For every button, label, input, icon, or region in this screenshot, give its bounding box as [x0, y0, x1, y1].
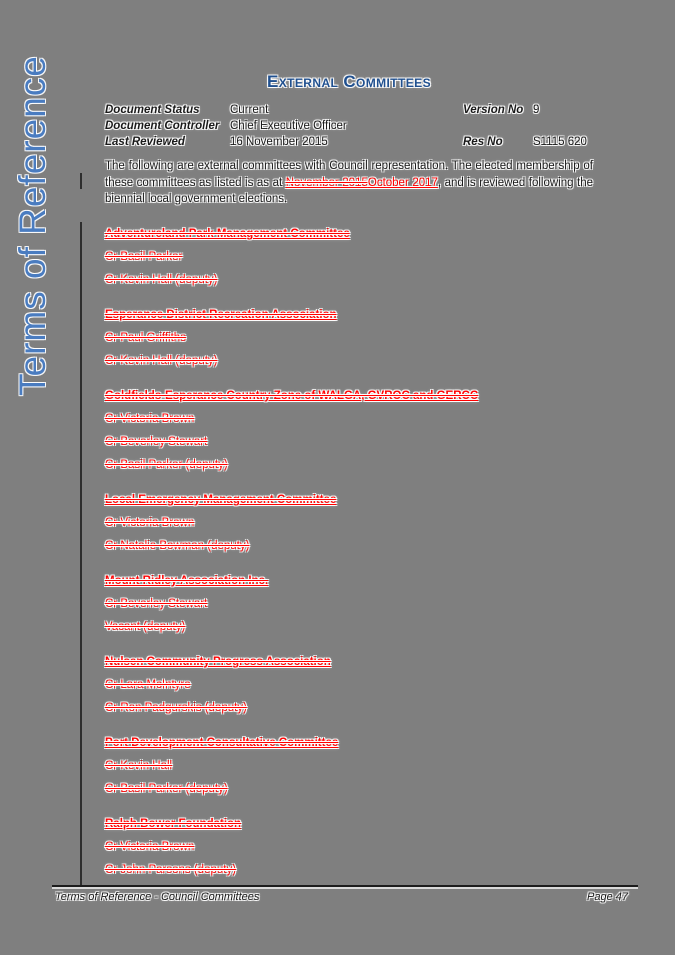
metadata-label: Version No	[463, 104, 524, 116]
committee-name: Mount Ridley Association Inc.	[105, 575, 269, 587]
footer-divider	[52, 885, 638, 887]
metadata-label: Last Reviewed	[105, 136, 185, 148]
committee-member: Cr Kevin Hall (deputy)	[105, 355, 218, 367]
page-title: External Committees	[267, 72, 431, 91]
sidebar-vertical-title: Terms of Reference	[12, 55, 53, 396]
tracked-insertion: October 2017	[367, 176, 438, 189]
committee-member: Cr Victoria Brown	[105, 413, 195, 425]
metadata-label: Document Status	[105, 104, 200, 116]
intro-text: The following are external committees wi…	[105, 160, 593, 189]
metadata-value: S1115 620	[533, 136, 587, 148]
committee-member: Cr Victoria Brown	[105, 517, 195, 529]
page-footer: Terms of Reference - Council Committees …	[55, 891, 628, 903]
committee-member: Cr Beverley Stewart	[105, 598, 208, 610]
committee-name: Goldfields-Esperance Country Zone of WAL…	[105, 390, 479, 402]
metadata-value: Chief Executive Officer	[230, 120, 347, 132]
committee-member: Cr Paul Griffiths	[105, 332, 186, 344]
change-bar	[80, 173, 82, 189]
metadata-label: Document Controller	[105, 120, 220, 132]
metadata-row: Document Controller Chief Executive Offi…	[105, 118, 465, 134]
metadata-label: Res No	[463, 136, 503, 148]
committee-name: Ralph Bower Foundation	[105, 818, 242, 830]
committee-member: Cr Natalie Bowman (deputy)	[105, 540, 250, 552]
committee-section: Goldfields-Esperance Country Zone of WAL…	[105, 385, 605, 477]
metadata-row: Last Reviewed 16 November 2015	[105, 134, 465, 150]
footer-document-title: Terms of Reference - Council Committees	[55, 891, 260, 903]
footer-page-number: Page 47	[587, 891, 628, 903]
committee-member: Cr Basil Parker (deputy)	[105, 459, 228, 471]
committee-member: Cr Basil Parker	[105, 251, 183, 263]
metadata-table: Document Status Current Document Control…	[105, 102, 465, 150]
committee-section: Local Emergency Management Committee Cr V…	[105, 489, 605, 558]
intro-paragraph: The following are external committees wi…	[105, 158, 593, 208]
committee-section: Mount Ridley Association Inc. Cr Beverley…	[105, 570, 605, 639]
metadata-value: 16 November 2015	[230, 136, 328, 148]
metadata-value: Current	[230, 104, 269, 116]
change-bar	[80, 222, 82, 886]
committee-name: Local Emergency Management Committee	[105, 494, 337, 506]
committee-member: Cr Beverley Stewart	[105, 436, 208, 448]
metadata-row: Document Status Current	[105, 102, 465, 118]
committee-section: Nulsen Community Progress Association Cr …	[105, 651, 605, 720]
committee-member: Cr Lara McIntyre	[105, 679, 191, 691]
committee-member: Vacant (deputy)	[105, 621, 186, 633]
committee-name: Adventureland Park Management Committee	[105, 228, 350, 240]
committee-name: Esperance District Recreation Associatio…	[105, 309, 337, 321]
committee-section: Esperance District Recreation Associatio…	[105, 304, 605, 373]
committee-member: Cr Kevin Hall (deputy)	[105, 274, 218, 286]
committee-member: Cr John Parsons (deputy)	[105, 864, 237, 876]
tracked-deletion: November 2015	[285, 176, 368, 189]
intro-text: , and is reviewed following the biennial…	[105, 176, 594, 206]
committee-member: Cr Basil Parker (deputy)	[105, 783, 228, 795]
committee-member: Cr Kevin Hall	[105, 760, 173, 772]
metadata-value: 9	[533, 104, 540, 116]
committee-member: Cr Victoria Brown	[105, 841, 195, 853]
committee-member: Cr Ron Padgurskis (deputy)	[105, 702, 247, 714]
committee-name: Port Development Consultative Committee	[105, 737, 339, 749]
metadata-row: Version No 9	[463, 102, 539, 118]
committee-name: Nulsen Community Progress Association	[105, 656, 331, 668]
metadata-row: Res No S1115 620	[463, 134, 587, 150]
